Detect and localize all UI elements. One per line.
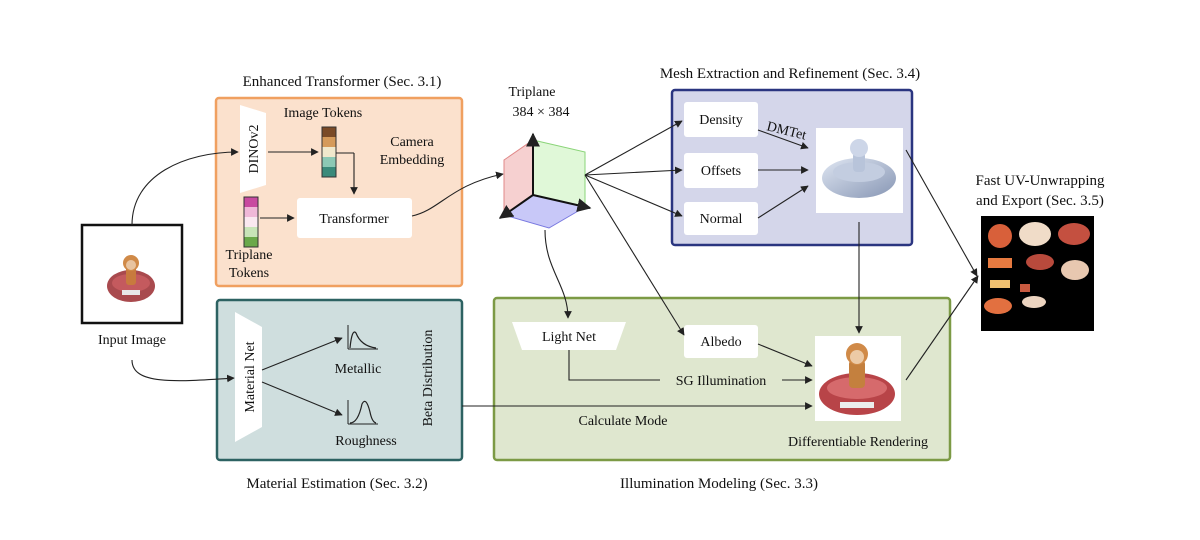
transformer-block [297,198,412,238]
material-estimation-title: Material Estimation (Sec. 3.2) [246,476,427,492]
albedo-to-render-arrow [757,343,813,367]
dinov2-encoder [240,105,266,193]
uv-texture-patches [984,222,1090,314]
offsets-label: Offsets [701,164,741,179]
albedo-box [684,325,758,358]
mesh-to-uv-arrow [905,149,978,277]
triplane-tokens-bar [243,196,259,248]
light-net-block [512,322,626,350]
normal-to-mesh-arrow [757,185,809,219]
differentiable-rendering-label: Differentiable Rendering [788,435,928,450]
camera-embedding-line2: Embedding [380,153,445,168]
sg-illumination-label: SG Illumination [676,374,767,389]
albedo-label: Albedo [700,335,741,350]
density-label: Density [699,113,743,128]
triplane-size: 384 × 384 [513,105,570,120]
roughness-label: Roughness [335,434,396,449]
roughness-distribution-icon [347,400,378,425]
camera-embedding-line1: Camera [390,135,434,150]
triplane-tokens-line1: Triplane [226,248,273,263]
fast-uv-title-line2: and Export (Sec. 3.5) [976,193,1104,209]
triplane-tokens-line2: Tokens [229,266,269,281]
input-to-material-arrow [131,359,235,383]
material-net-encoder [235,312,262,442]
mesh-shape [822,139,896,198]
mesh-extraction-title: Mesh Extraction and Refinement (Sec. 3.4… [660,66,920,82]
triplane-to-offsets-arrow [584,166,683,176]
triplane-title: Triplane [509,85,556,100]
normal-box [684,202,758,235]
fast-uv-title-line1: Fast UV-Unwrapping [975,173,1105,189]
triplane-to-density-arrow [584,120,683,176]
density-to-mesh-arrow [757,129,809,150]
transformer-to-triplane-arrow [411,171,504,217]
render-to-uv-arrow [905,275,979,381]
light-net-label: Light Net [542,330,596,345]
metallic-label: Metallic [335,362,382,377]
metallic-distribution-icon [347,325,378,350]
rendered-output-object [819,343,895,415]
triplane-to-lightnet-arrow [544,229,572,319]
illumination-modeling-title: Illumination Modeling (Sec. 3.3) [620,476,818,492]
dinov2-label: DINOv2 [247,125,262,174]
input-image-object [107,255,155,302]
triplane-cube [498,132,592,229]
material-net-label: Material Net [243,341,258,412]
triplane-to-normal-arrow [584,174,683,217]
transformer-label: Transformer [319,212,389,227]
calculate-mode-label: Calculate Mode [578,414,667,429]
input-image-label: Input Image [98,333,166,348]
image-tokens-bar [321,126,337,178]
net-to-roughness-arrow [261,381,343,416]
enhanced-transformer-title: Enhanced Transformer (Sec. 3.1) [243,74,442,90]
net-to-metallic-arrow [261,336,343,371]
offsets-box [684,153,758,188]
lightnet-to-sg-line [568,350,660,381]
density-box [684,102,758,137]
enhanced-transformer-panel [214,96,464,288]
normal-label: Normal [700,212,743,227]
input-to-dino-arrow [131,148,239,226]
beta-distribution-label: Beta Distribution [421,330,436,427]
triplane-to-albedo-arrow [584,174,685,336]
material-estimation-panel [215,298,464,462]
image-tokens-label: Image Tokens [284,106,362,121]
